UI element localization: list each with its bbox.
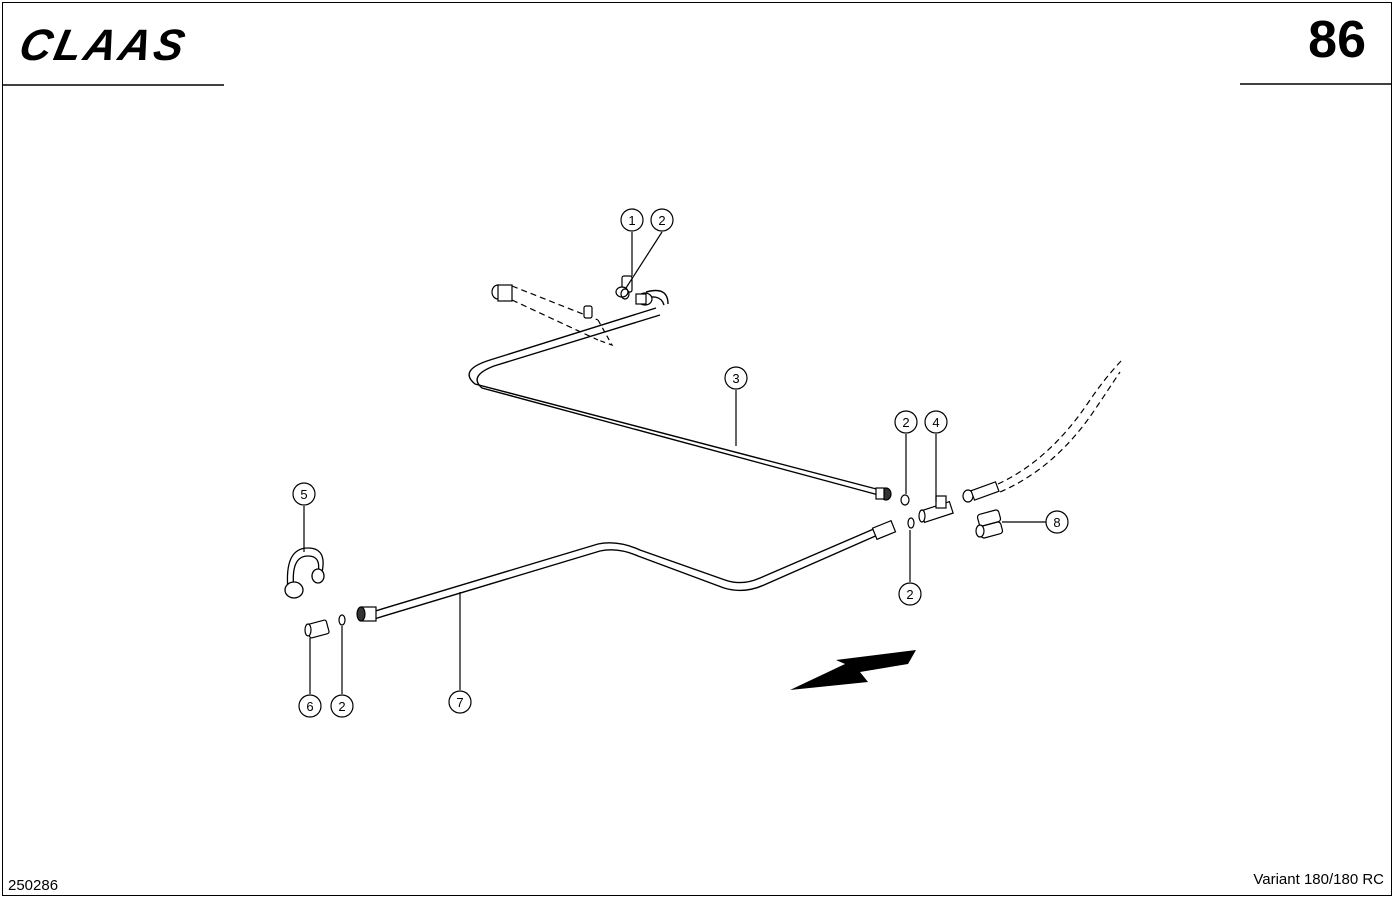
svg-text:5: 5 bbox=[300, 487, 307, 502]
callout-8: 8 bbox=[1045, 510, 1069, 534]
model-label: Variant 180/180 RC bbox=[1253, 871, 1384, 888]
drawing-number: 250286 bbox=[8, 877, 59, 894]
pipe-7-end-fitting-right bbox=[871, 519, 897, 541]
elbow-fitting-1 bbox=[583, 275, 633, 319]
svg-text:6: 6 bbox=[306, 699, 313, 714]
pipe-3 bbox=[468, 289, 887, 498]
adapter-6 bbox=[304, 619, 330, 639]
page-number: 86 bbox=[1308, 11, 1366, 69]
svg-text:CLAAS: CLAAS bbox=[15, 21, 192, 69]
svg-text:2: 2 bbox=[902, 415, 909, 430]
callout-6: 6 bbox=[298, 694, 322, 718]
clamp-5 bbox=[284, 547, 325, 599]
callout-1: 1 bbox=[620, 208, 644, 232]
callout-5: 5 bbox=[292, 482, 316, 506]
seal-ring bbox=[900, 494, 910, 506]
callout-2: 2 bbox=[330, 694, 354, 718]
svg-text:2: 2 bbox=[338, 699, 345, 714]
pipe-7-end-fitting-left bbox=[356, 606, 377, 622]
svg-text:2: 2 bbox=[906, 587, 913, 602]
seal-ring bbox=[338, 614, 346, 626]
callout-7: 7 bbox=[448, 690, 472, 714]
fitting-8 bbox=[975, 509, 1004, 539]
pipe-3-fitting-top bbox=[635, 292, 653, 306]
claas-logo: CLAAS bbox=[15, 21, 192, 69]
svg-text:2: 2 bbox=[658, 213, 665, 228]
hose-right bbox=[962, 359, 1123, 503]
callout-4: 4 bbox=[924, 410, 948, 434]
svg-text:7: 7 bbox=[456, 695, 463, 710]
direction-arrow bbox=[790, 650, 916, 690]
callout-2: 2 bbox=[650, 208, 674, 232]
callout-2: 2 bbox=[898, 582, 922, 606]
callout-2: 2 bbox=[894, 410, 918, 434]
callout-3: 3 bbox=[724, 366, 748, 390]
seal-ring bbox=[620, 288, 630, 300]
pipe-3-end-fitting bbox=[875, 487, 892, 501]
svg-text:3: 3 bbox=[732, 371, 739, 386]
seal-ring bbox=[907, 517, 915, 529]
pipe-7 bbox=[371, 527, 881, 620]
leader-lines bbox=[303, 231, 1046, 694]
svg-text:4: 4 bbox=[932, 415, 939, 430]
svg-text:8: 8 bbox=[1053, 515, 1060, 530]
cylinder-outline bbox=[491, 284, 614, 347]
svg-text:1: 1 bbox=[628, 213, 635, 228]
